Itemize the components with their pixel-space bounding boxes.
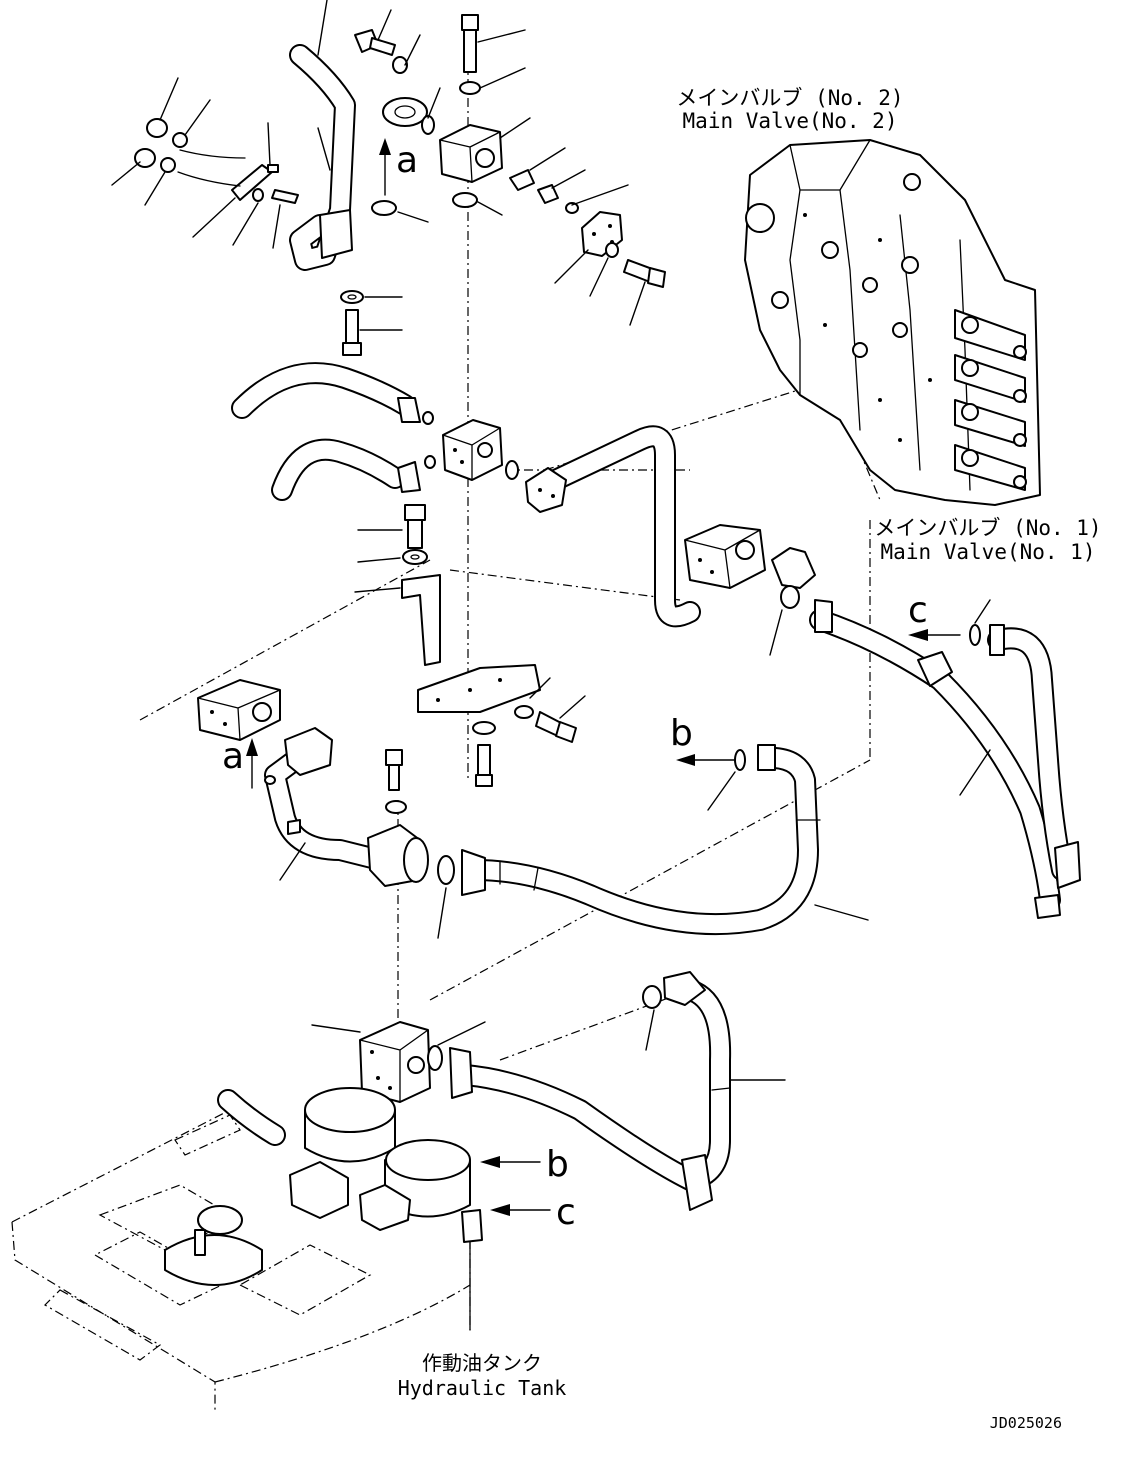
label-hydraulic-tank-en: Hydraulic Tank (398, 1376, 567, 1400)
drawing-number: JD025026 (990, 1414, 1062, 1432)
marker-a-top: a (396, 140, 418, 181)
view-arrow-a-top: a (379, 138, 418, 196)
leaders-bracket (354, 529, 783, 719)
hydraulic-tank (11, 1087, 483, 1410)
main-valve-assembly (744, 139, 1041, 506)
bracket-assembly (401, 504, 577, 787)
left-bolts (279, 749, 447, 939)
view-arrow-b-left: b (670, 713, 736, 766)
hose-b-center (461, 744, 869, 936)
view-arrow-b-right: b (480, 1144, 569, 1185)
upper-hardware (134, 29, 435, 356)
label-main-valve-1-en: Main Valve(No. 1) (881, 540, 1096, 564)
leaders-top-left (111, 0, 441, 331)
lower-block-hose (311, 971, 786, 1211)
marker-b-right: b (546, 1144, 569, 1185)
label-main-valve-2-ja: メインバルブ (No. 2) (676, 86, 903, 110)
upper-bent-pipe (289, 44, 428, 271)
left-block-pipe (197, 679, 455, 887)
valve-block-mid (684, 524, 816, 609)
leaders-top-center (477, 29, 646, 326)
marker-b-left: b (670, 713, 693, 754)
view-arrow-a-bottom: a (222, 736, 258, 789)
view-arrow-c-bottom: c (490, 1192, 576, 1233)
label-hydraulic-tank-ja: 作動油タンク (422, 1351, 542, 1375)
hose-c-right (809, 599, 1081, 919)
marker-a-bottom: a (222, 736, 244, 777)
label-main-valve-2-en: Main Valve(No. 2) (683, 109, 898, 133)
upper-block-assembly (439, 14, 666, 288)
middle-hoses (231, 362, 701, 628)
text-labels: メインバルブ (No. 2) Main Valve(No. 2) メインバルブ … (398, 86, 1102, 1432)
label-main-valve-1-ja: メインバルブ (No. 1) (874, 516, 1101, 540)
marker-c-top: c (908, 590, 928, 631)
marker-c-bottom: c (556, 1192, 576, 1233)
view-arrow-c-top: c (908, 590, 961, 641)
